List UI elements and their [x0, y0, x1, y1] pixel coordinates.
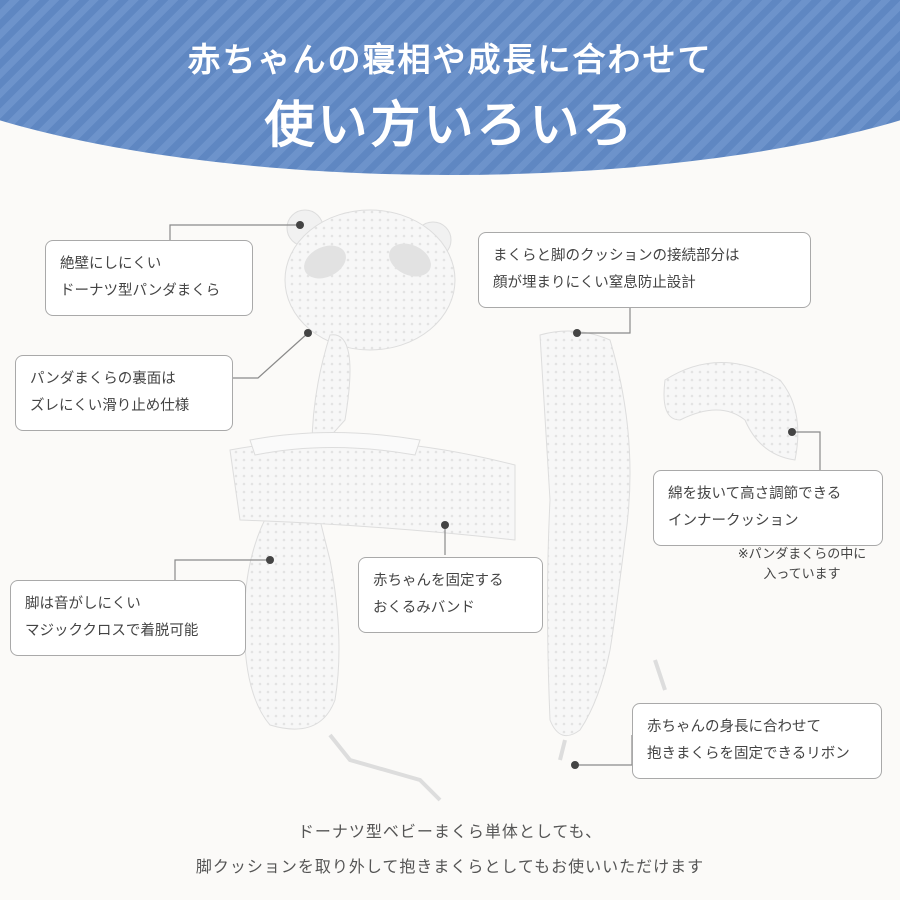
callout-connection: まくらと脚のクッションの接続部分は 顔が埋まりにくい窒息防止設計 — [478, 232, 811, 308]
callout-donut-pillow: 絶壁にしにくい ドーナツ型パンダまくら — [45, 240, 253, 316]
callout-line: ドーナツ型パンダまくら — [60, 283, 221, 299]
callout-line: 抱きまくらを固定できるリボン — [647, 746, 850, 762]
callout-line: 脚は音がしにくい — [25, 596, 141, 612]
swaddle-band — [229, 432, 516, 541]
callout-pillow-back: パンダまくらの裏面は ズレにくい滑り止め仕様 — [15, 355, 233, 431]
callout-line: まくらと脚のクッションの接続部分は — [493, 248, 740, 264]
callout-line: 赤ちゃんを固定する — [373, 573, 504, 589]
callout-inner-cushion: 綿を抜いて高さ調節できる インナークッション — [653, 470, 883, 546]
hug-cushion-right — [539, 330, 667, 761]
leader-dots — [266, 221, 796, 769]
callout-line: マジッククロスで着脱可能 — [25, 623, 199, 639]
callout-line: インナークッション — [668, 513, 799, 529]
callout-line: 赤ちゃんの身長に合わせて — [647, 719, 821, 735]
note-line: ※パンダまくらの中に — [737, 547, 867, 562]
inner-cushion-note: ※パンダまくらの中に 入っています — [722, 545, 882, 585]
inner-cushion — [663, 362, 799, 461]
header-title-line2: 使い方いろいろ — [264, 96, 636, 154]
leader-lines — [169, 224, 821, 766]
panda-pillow — [284, 209, 456, 351]
header-title-line1: 赤ちゃんの寝相や成長に合わせて — [187, 40, 713, 79]
footer-line1: ドーナツ型ベビーまくら単体としても、 — [297, 822, 603, 841]
callout-line: おくるみバンド — [373, 600, 475, 616]
footer-line2: 脚クッションを取り外して抱きまくらとしてもお使いいただけます — [195, 857, 705, 876]
callout-line: ズレにくい滑り止め仕様 — [30, 398, 190, 414]
callout-line: 綿を抜いて高さ調節できる — [668, 486, 842, 502]
callout-swaddle-band: 赤ちゃんを固定する おくるみバンド — [358, 557, 543, 633]
callout-line: パンダまくらの裏面は — [30, 371, 176, 387]
header-banner — [0, 0, 900, 175]
callout-ribbon: 赤ちゃんの身長に合わせて 抱きまくらを固定できるリボン — [632, 703, 882, 779]
callout-line: 絶壁にしにくい — [60, 256, 162, 272]
callout-leg-velcro: 脚は音がしにくい マジッククロスで着脱可能 — [10, 580, 246, 656]
note-line: 入っています — [763, 567, 841, 582]
callout-line: 顔が埋まりにくい窒息防止設計 — [493, 275, 696, 291]
